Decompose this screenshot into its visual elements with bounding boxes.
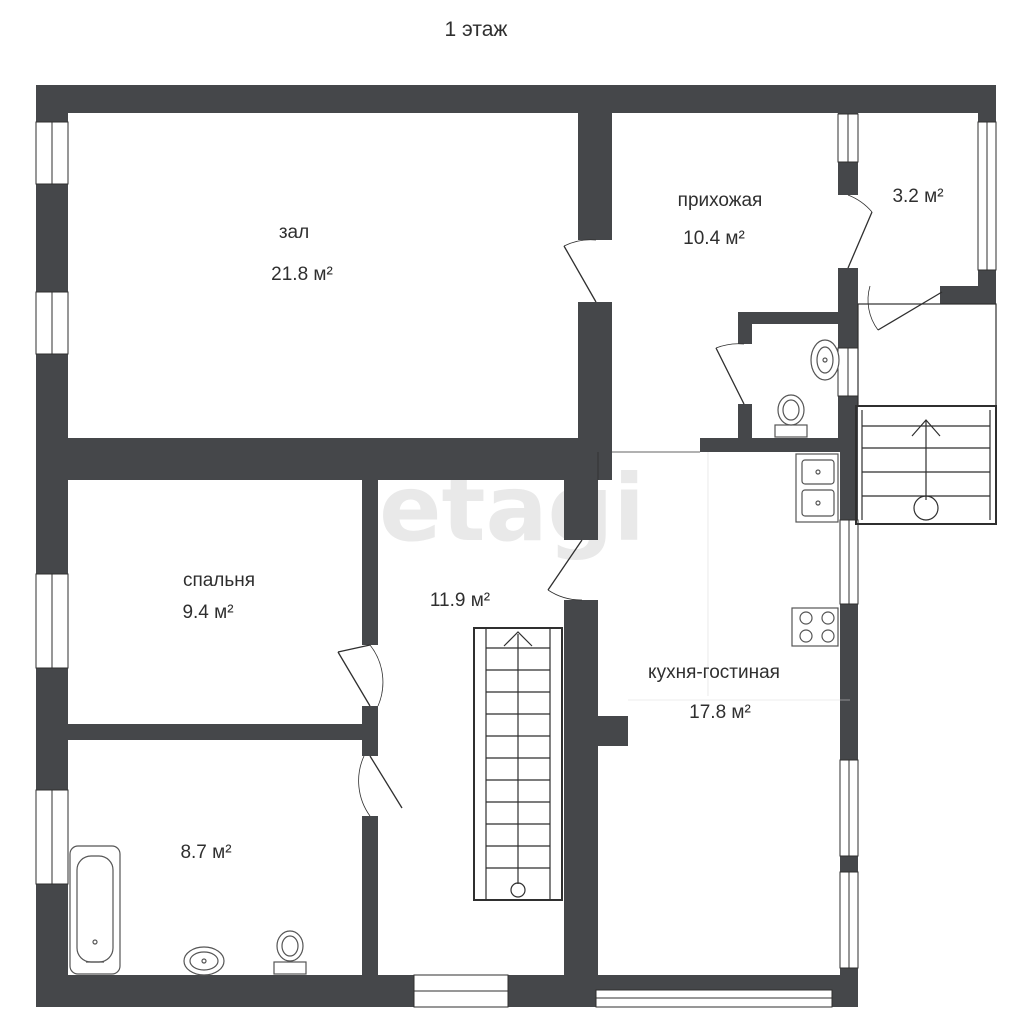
entrance-steps: [855, 405, 997, 525]
room-area-entry: 10.4 м²: [683, 228, 745, 249]
wall-wc-left-upper: [738, 312, 752, 344]
wall-wc-top: [738, 312, 846, 324]
door-bathroom[interactable]: [358, 755, 403, 817]
wall-entry-bottom: [700, 438, 858, 452]
stair-arrow-head: [503, 631, 533, 647]
bathroom-toilet-icon: [273, 930, 307, 975]
porch-landing: [857, 303, 997, 407]
porch: [855, 303, 997, 525]
wall-bathroom-corridor-lower: [362, 816, 378, 1006]
door-small-room[interactable]: [847, 194, 873, 269]
room-area-bathroom: 8.7 м²: [180, 842, 231, 863]
wc-toilet-icon: [774, 394, 808, 438]
bathroom-sink-icon: [183, 946, 225, 976]
steps-start-circle: [913, 495, 939, 521]
wall-corridor-kitchen-lower: [564, 600, 598, 1007]
room-area-corridor: 11.9 м²: [430, 590, 490, 611]
staircase: [473, 627, 563, 901]
wc-sink-icon: [810, 339, 840, 381]
room-area-kitchen: 17.8 м²: [689, 702, 751, 723]
wall-bedroom-corridor-upper: [362, 470, 378, 645]
windows: [35, 113, 997, 1008]
kitchen-sink-icon: [795, 453, 839, 523]
room-name-hall: зал: [279, 222, 309, 243]
floor-title: 1 этаж: [445, 18, 508, 41]
wall-bedroom-bathroom: [36, 724, 376, 740]
fixtures: [69, 339, 840, 976]
room-area-bedroom: 9.4 м²: [182, 602, 233, 623]
wall-outer-top: [36, 85, 996, 113]
wall-hall-entry-lower: [578, 302, 612, 452]
door-bedroom[interactable]: [337, 644, 384, 707]
wall-hall-entry-upper: [578, 85, 612, 240]
steps-arrow-head: [911, 419, 941, 437]
wall-smallroom-bottom: [940, 286, 996, 304]
stair-start-circle: [510, 882, 526, 898]
doors: [337, 194, 943, 817]
bathtub-icon: [69, 845, 121, 975]
stove-icon: [791, 607, 839, 647]
room-name-entry: прихожая: [678, 190, 763, 211]
door-wc[interactable]: [715, 343, 745, 405]
room-name-bedroom: спальня: [183, 570, 255, 591]
room-name-kitchen: кухня-гостиная: [648, 662, 780, 683]
room-area-hall: 21.8 м²: [271, 264, 333, 285]
room-labels: зал 21.8 м² прихожая 10.4 м² 3.2 м² спал…: [180, 186, 943, 863]
door-porch[interactable]: [867, 285, 943, 331]
wall-corridor-kitchen-upper: [564, 480, 598, 540]
room-area-small-room: 3.2 м²: [892, 186, 943, 207]
wall-hall-bottom: [36, 438, 612, 480]
door-kitchen[interactable]: [547, 539, 583, 601]
wall-kitchen-column: [596, 716, 628, 746]
door-hall[interactable]: [563, 239, 597, 303]
wall-wc-left-lower: [738, 404, 752, 452]
